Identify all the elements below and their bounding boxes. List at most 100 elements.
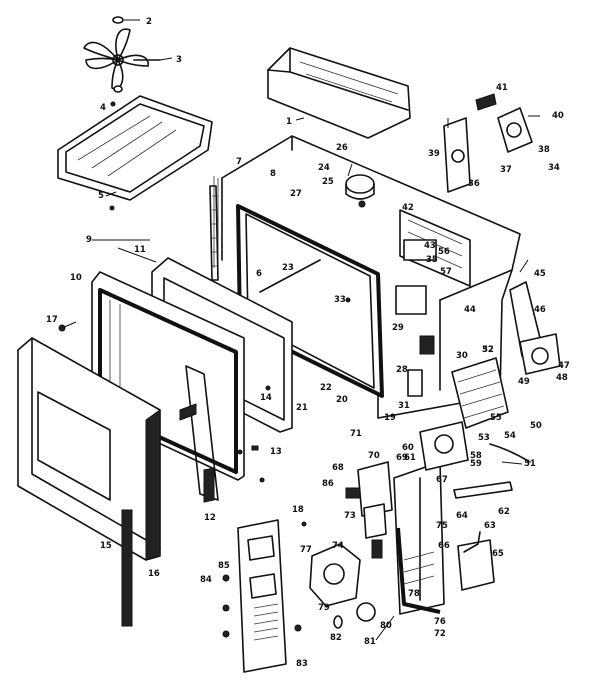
callout-33: 33 xyxy=(334,295,346,305)
callout-19: 19 xyxy=(384,413,396,423)
callout-24: 24 xyxy=(318,163,330,173)
fan-blade xyxy=(83,28,161,90)
callout-6: 6 xyxy=(256,269,262,279)
cavity-frame xyxy=(236,204,384,398)
callout-41: 41 xyxy=(496,83,508,93)
callout-2: 2 xyxy=(146,17,152,27)
callout-26: 26 xyxy=(336,143,348,153)
door-handle-strip xyxy=(121,509,133,627)
callout-22: 22 xyxy=(320,383,332,393)
callout-62: 62 xyxy=(498,507,510,517)
callout-63: 63 xyxy=(484,521,496,531)
callout-5: 5 xyxy=(98,191,104,201)
callout-21: 21 xyxy=(296,403,308,413)
stirrer-motor xyxy=(345,174,375,208)
callout-49: 49 xyxy=(518,377,530,387)
callout-76: 76 xyxy=(434,617,446,627)
callout-39: 39 xyxy=(428,149,440,159)
leader-lines xyxy=(92,57,540,641)
callout-45: 45 xyxy=(534,269,546,279)
power-cord xyxy=(453,443,531,499)
callout-36: 36 xyxy=(468,179,480,189)
callout-84: 84 xyxy=(200,575,212,585)
callout-86: 86 xyxy=(322,479,334,489)
callout-59: 59 xyxy=(470,459,482,469)
callout-80: 80 xyxy=(380,621,392,631)
callout-9: 9 xyxy=(86,235,92,245)
callout-70: 70 xyxy=(368,451,380,461)
callout-46: 46 xyxy=(534,305,546,315)
fan-motor xyxy=(509,281,561,375)
callout-28: 28 xyxy=(396,365,408,375)
callout-50: 50 xyxy=(530,421,542,431)
control-knobs xyxy=(222,574,302,638)
callout-55: 55 xyxy=(490,413,502,423)
callout-32: 32 xyxy=(482,345,494,355)
transformer xyxy=(451,357,509,429)
callout-1: 1 xyxy=(286,117,292,127)
callout-54: 54 xyxy=(504,431,516,441)
callout-16: 16 xyxy=(148,569,160,579)
callout-4: 4 xyxy=(100,103,106,113)
callout-48: 48 xyxy=(556,373,568,383)
callout-79: 79 xyxy=(318,603,330,613)
callout-53: 53 xyxy=(478,433,490,443)
capacitor xyxy=(403,239,437,261)
callout-13: 13 xyxy=(270,447,282,457)
callout-74: 74 xyxy=(332,541,344,551)
callout-72: 72 xyxy=(434,629,446,639)
callout-58: 58 xyxy=(470,451,482,461)
callout-7: 7 xyxy=(236,157,242,167)
callout-25: 25 xyxy=(322,177,334,187)
control-board xyxy=(393,461,445,615)
callout-30: 30 xyxy=(456,351,468,361)
callout-17: 17 xyxy=(46,315,58,325)
callout-81: 81 xyxy=(364,637,376,647)
terminal-block xyxy=(457,531,495,591)
callout-68: 68 xyxy=(332,463,344,473)
callout-15: 15 xyxy=(100,541,112,551)
callout-23: 23 xyxy=(282,263,294,273)
callout-8: 8 xyxy=(270,169,276,179)
callout-52: 52 xyxy=(482,345,494,355)
callout-14: 14 xyxy=(260,393,272,403)
timer-motor xyxy=(475,93,533,153)
callout-56: 56 xyxy=(438,247,450,257)
door-outer xyxy=(17,337,161,561)
callout-35: 35 xyxy=(426,255,438,265)
callout-75: 75 xyxy=(436,521,448,531)
bracket-strip xyxy=(396,527,441,614)
callout-3: 3 xyxy=(176,55,182,65)
callout-29: 29 xyxy=(392,323,404,333)
callout-66: 66 xyxy=(438,541,450,551)
fan-nut xyxy=(112,16,140,24)
callout-43: 43 xyxy=(424,241,436,251)
callout-71: 71 xyxy=(350,429,362,439)
callout-34: 34 xyxy=(548,163,560,173)
interlock-switches xyxy=(395,285,435,397)
callout-64: 64 xyxy=(456,511,468,521)
callout-51: 51 xyxy=(524,459,536,469)
callout-65: 65 xyxy=(492,549,504,559)
fan-washer xyxy=(110,85,123,107)
callout-69: 69 xyxy=(396,453,408,463)
callout-61: 61 xyxy=(404,453,416,463)
callout-47: 47 xyxy=(558,361,570,371)
rear-bracket xyxy=(443,117,471,193)
callout-77: 77 xyxy=(300,545,312,555)
hinge-strip xyxy=(209,185,219,281)
timer-gearmotor xyxy=(309,543,376,629)
callout-10: 10 xyxy=(70,273,82,283)
callout-27: 27 xyxy=(290,189,302,199)
callout-labels: 1 2 3 4 5 6 7 8 9 10 11 12 13 14 15 16 1… xyxy=(46,17,570,669)
callout-37: 37 xyxy=(500,165,512,175)
callout-78: 78 xyxy=(408,589,420,599)
callout-12: 12 xyxy=(204,513,216,523)
small-hardware xyxy=(58,321,307,527)
callout-40: 40 xyxy=(552,111,564,121)
relay-block xyxy=(345,461,393,517)
callout-31: 31 xyxy=(398,401,410,411)
callout-18: 18 xyxy=(292,505,304,515)
callout-60: 60 xyxy=(402,443,414,453)
